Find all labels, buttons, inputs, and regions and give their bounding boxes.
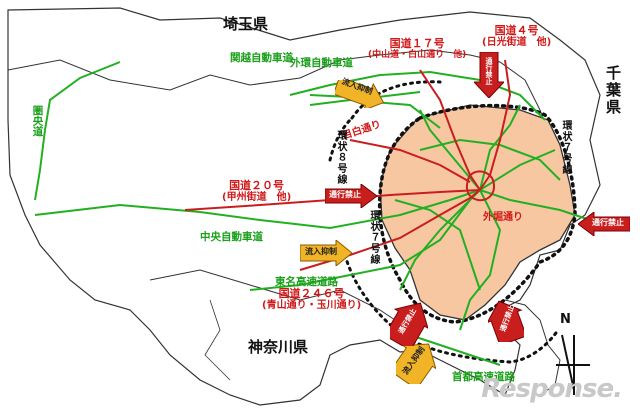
north-label: N: [560, 312, 571, 327]
shuto-inner-8: [394, 199, 481, 291]
kanjo7a-label: 環状７号線: [560, 120, 571, 175]
route20-sub: (甲州街道 他): [222, 192, 292, 203]
shuto-label: 首都高速道路: [452, 371, 515, 383]
route20-label: 国道２０号 (甲州街道 他): [222, 180, 291, 203]
inflow-arrow-2: [300, 240, 352, 266]
route4-line: [479, 59, 512, 191]
route17-name: 国道１７号: [389, 37, 445, 50]
bay-coast: [504, 299, 561, 396]
ban-arrow-4-shape: [390, 302, 428, 346]
central-area: [379, 104, 576, 321]
shuto-inner-4: [479, 189, 591, 221]
route4-sub: (日光街道 他): [482, 37, 552, 48]
shuto-inner-2: [459, 189, 502, 331]
ban-arrow-2-label: 通行禁止: [329, 190, 361, 199]
ban-arrow-2: [325, 184, 377, 208]
kanjo7-ring: [377, 103, 577, 324]
ban-arrow-3-label: 通行禁止: [592, 218, 624, 227]
kanetsu-label: 関越自動車道: [230, 52, 293, 64]
route246-sub: (青山通り・玉川通り): [262, 300, 362, 311]
sotobori-line: [465, 170, 496, 202]
tomei-line: [249, 199, 471, 291]
saitama-border: [7, 49, 526, 91]
kenodo-label: 圏央道: [31, 105, 44, 137]
ban-arrow-5-shape: [488, 300, 524, 342]
inflow-arrow-1-shape: [335, 80, 385, 108]
chuo-label: 中央自動車道: [200, 231, 263, 243]
river-border: [204, 299, 231, 381]
kanjo8-label: 環状８号線: [335, 130, 346, 185]
route20-name: 国道２０号: [229, 179, 285, 192]
shuto-inner-7: [419, 138, 561, 181]
inflow-arrow-3-shape: [396, 343, 436, 384]
ban-arrow-1-shape: [474, 52, 504, 98]
gaikan-label: 外環自動車道: [290, 57, 353, 69]
route17-line: [419, 69, 481, 191]
sotobori-label: 外堀通り: [483, 212, 523, 223]
route246-name: 国道２４６号: [278, 287, 345, 300]
route17-label: 国道１７号 (中山道・白山通り 他): [368, 38, 466, 60]
route17-sub: (中山道・白山通り 他): [368, 50, 467, 60]
kanagawa-label: 神奈川県: [248, 338, 309, 356]
ban-arrow-1-label: 通行禁止: [485, 57, 493, 85]
north-arrow-icon: [556, 334, 590, 395]
chuo-line: [34, 189, 481, 230]
route4-name: 国道４号: [494, 24, 539, 37]
ban-arrow-1: [474, 52, 504, 98]
shuto-line: [409, 334, 501, 366]
kanagawa-border: [149, 269, 411, 331]
route4-label: 国道４号 (日光街道 他): [482, 25, 551, 48]
inflow-arrow-1: [335, 80, 385, 108]
kanjo7b-label: 環状７号線: [368, 210, 379, 265]
mejiro-line: [349, 139, 471, 183]
shuto-inner-5: [399, 189, 481, 291]
tomei-label: 東名高速道路: [275, 276, 338, 288]
inflow-arrow-3: [396, 343, 436, 384]
ban-arrow-4: [390, 302, 428, 346]
saitama-label: 埼玉県: [223, 15, 269, 33]
ban-arrow-3: [578, 212, 630, 236]
inflow-arrow-2-shape: [300, 240, 352, 266]
route246-label: 国道２４６号 (青山通り・玉川通り): [262, 288, 361, 311]
ban-arrow-3-shape: [578, 212, 630, 236]
inflow-arrow-2-label: 流入抑制: [305, 247, 337, 256]
ban-arrow-5: [488, 300, 524, 342]
chiba-label: 千葉県: [604, 65, 622, 116]
gaikan-line: [289, 70, 546, 121]
kenodo-line: [34, 61, 121, 201]
ban-arrow-2-shape: [325, 184, 377, 208]
response-watermark: Response.: [481, 374, 623, 404]
